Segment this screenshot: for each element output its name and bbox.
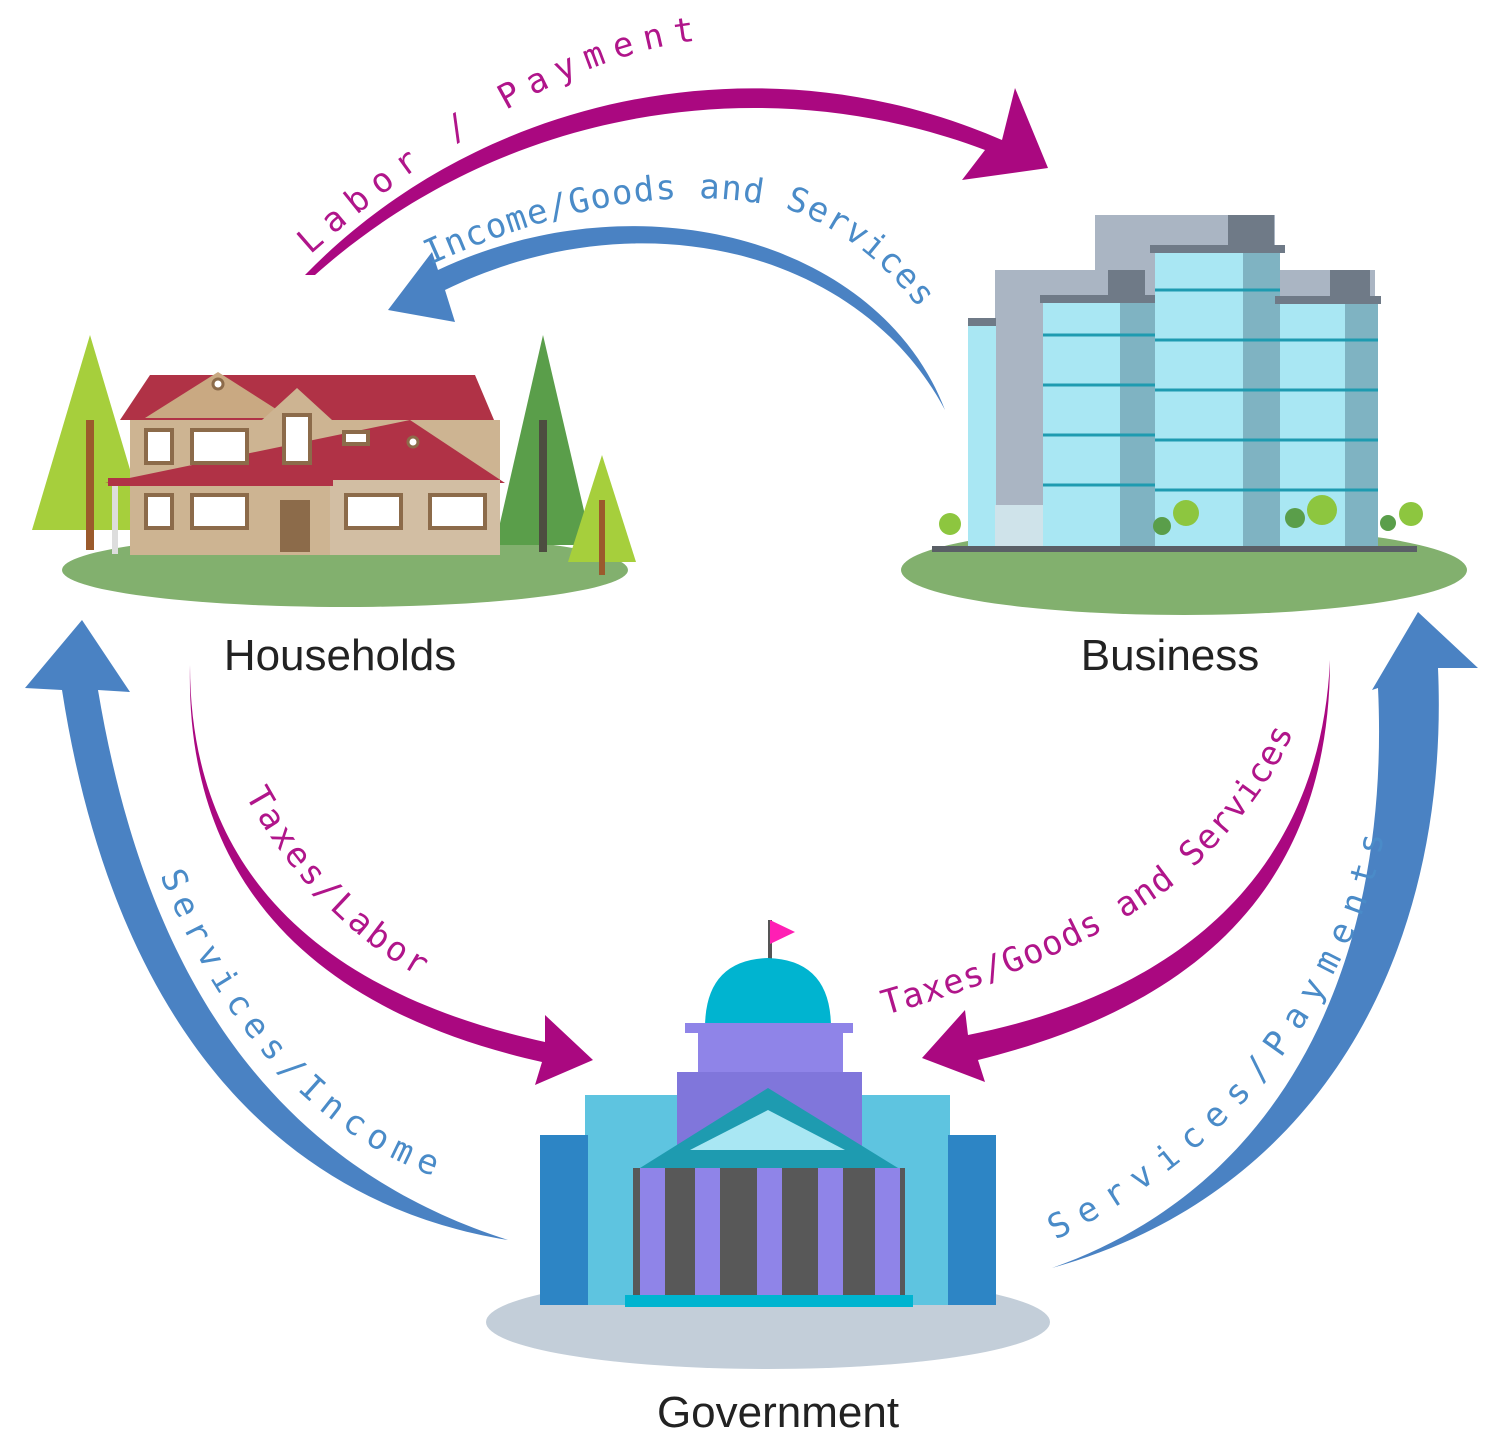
node-label-households: Households (224, 631, 456, 680)
house-with-trees-icon (32, 335, 636, 607)
arrow-income-goods-services (388, 226, 945, 410)
flow-label-labor-payments: Labor / Payments (0, 0, 707, 262)
node-label-business: Business (1081, 631, 1260, 680)
arrow-services-payments (1052, 612, 1478, 1268)
node-label-government: Government (657, 1388, 899, 1437)
flow-label-taxes-goods-services: Taxes/Goods and Services (877, 718, 1302, 1024)
arrow-taxes-goods-services (922, 660, 1330, 1082)
arrow-labor-payments (305, 88, 1048, 275)
capitol-building-icon (486, 920, 1050, 1369)
office-towers-icon (901, 215, 1467, 615)
arrow-taxes-labor (189, 665, 593, 1085)
arrow-services-income (25, 620, 508, 1240)
flow-label-taxes-labor: Taxes/Labor (237, 780, 438, 987)
